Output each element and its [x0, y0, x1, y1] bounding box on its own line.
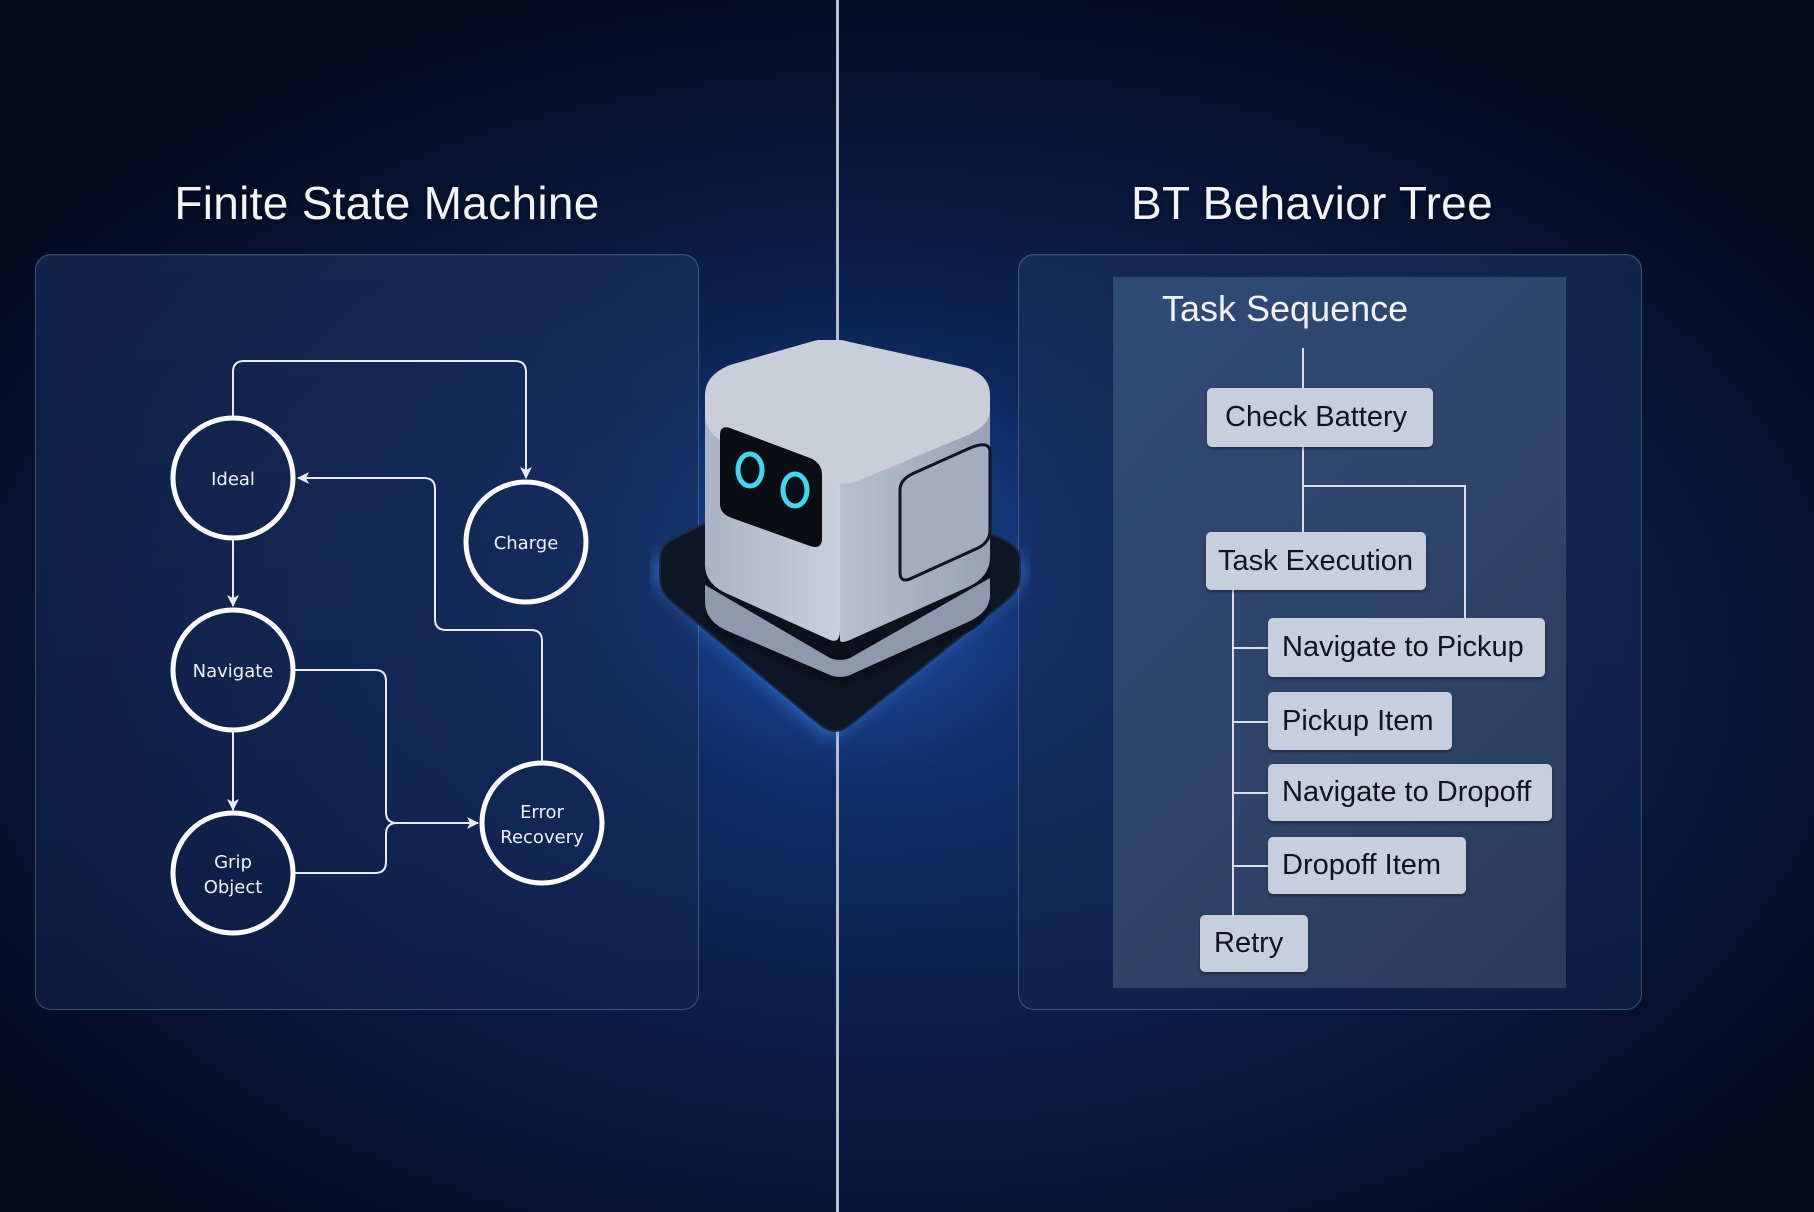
- robot-icon: [658, 340, 1021, 735]
- state-grip-object: [170, 810, 296, 936]
- state-error-recovery: [479, 760, 605, 886]
- connector: [1232, 721, 1268, 723]
- state-label-navigate: Navigate: [193, 661, 274, 682]
- transition-navigate-error: [295, 669, 479, 829]
- bt-node-dropoff-item: Dropoff Item: [1268, 837, 1466, 894]
- connector: [1232, 647, 1268, 649]
- robot-eye-right: [780, 471, 810, 509]
- bt-title: BT Behavior Tree: [1131, 177, 1493, 229]
- robot-side-panel: [898, 443, 992, 582]
- transition-grip-error: [295, 822, 398, 874]
- connector: [1232, 590, 1234, 915]
- connector: [1302, 485, 1466, 487]
- connector: [1464, 485, 1466, 619]
- state-label-recovery: Recovery: [500, 827, 584, 848]
- robot-eye-left: [735, 451, 765, 489]
- bt-node-retry: Retry: [1200, 915, 1308, 972]
- bt-node-task-execution: Task Execution: [1206, 532, 1426, 590]
- connector: [1302, 447, 1304, 532]
- connector: [1232, 792, 1268, 794]
- state-label-charge: Charge: [494, 533, 559, 554]
- bt-node-check-battery: Check Battery: [1207, 388, 1433, 447]
- state-label-error: Error: [520, 802, 564, 823]
- fsm-panel: [35, 254, 699, 1010]
- bt-node-navigate-to-pickup: Navigate to Pickup: [1268, 618, 1545, 677]
- state-label-grip: Grip: [214, 852, 252, 873]
- state-label-ideal: Ideal: [211, 469, 255, 490]
- connector: [1232, 865, 1268, 867]
- bt-node-navigate-to-dropoff: Navigate to Dropoff: [1268, 764, 1552, 821]
- state-navigate: [170, 607, 296, 733]
- connector: [1302, 348, 1304, 388]
- transition-ideal-charge: [232, 360, 532, 479]
- task-sequence-title: Task Sequence: [1162, 288, 1409, 329]
- state-charge: [463, 479, 589, 605]
- transition-error-ideal: [297, 472, 543, 761]
- fsm-title: Finite State Machine: [174, 177, 600, 229]
- state-label-object: Object: [204, 877, 263, 898]
- bt-node-pickup-item: Pickup Item: [1268, 692, 1452, 750]
- state-ideal: [170, 415, 296, 541]
